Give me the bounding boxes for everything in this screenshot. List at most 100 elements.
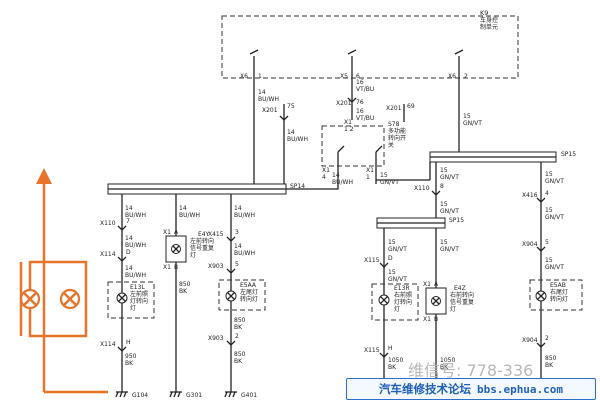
wire-label-x110-8-bb: GN/VT [440, 208, 459, 215]
x415-3-pin: 3 [235, 229, 239, 236]
lamp-e13r-line3: 灯 [394, 305, 400, 313]
x1a-l-pin: A [174, 229, 179, 236]
x114-d-mark [117, 256, 127, 262]
forum-name: 汽车维修技术论坛 [378, 382, 471, 396]
wire-label-1050bk-2: 1050 [440, 357, 455, 364]
ground-g104-icon [115, 391, 128, 398]
x1-4-pin: 4 [322, 174, 326, 181]
x110-7-name: X110 [100, 220, 116, 227]
wire-label-950bk-b: BK [125, 360, 134, 367]
annotation-lamp-2-cross [62, 291, 78, 307]
ground-g401-icon [224, 391, 237, 398]
x903-5-mark [226, 268, 236, 274]
x1a-r-name: X1 [423, 281, 431, 288]
x904-5-mark [536, 246, 546, 252]
wire-label-vt-bu: 16 [356, 79, 364, 86]
module-pin-1-num: 1 [258, 73, 262, 80]
wire-label-e5aa-bb: BU/WH [234, 250, 255, 257]
lamp-e13l-cross [118, 294, 126, 302]
switch-s78-contact-2 [375, 145, 383, 166]
x110-7-pin: 7 [126, 218, 130, 225]
x201-75-name: X201 [262, 107, 278, 114]
lamp-e5ab-box [529, 279, 583, 311]
x416-4-mark [536, 197, 546, 203]
wire-label-e5aa-ab: BU/WH [234, 212, 255, 219]
lamp-e13l-line3: 灯 [130, 304, 136, 312]
wire-label-switch-bu: 14 [332, 172, 340, 179]
switch-code: S78 [388, 121, 400, 128]
lamp-e13l-code: E13L [130, 284, 145, 291]
wire-label-e4y-ab: BU/WH [179, 212, 200, 219]
wire-label-vt-bu-2b: VT/BU [356, 115, 374, 122]
ground-g104-label: G104 [132, 392, 148, 399]
x1b-l-pin: B [174, 264, 178, 271]
module-pin-3-num: 2 [464, 73, 468, 80]
x1b-r-name: X1 [423, 316, 431, 323]
x201-75-mark [279, 115, 289, 121]
wire-label-850bk-mb: BK [234, 324, 243, 331]
module-pin-3-conn: X6 [448, 73, 456, 80]
lamp-e5aa-box [218, 279, 266, 311]
wire-label-850bk-l: 850 [179, 281, 191, 288]
x904-2-name: X904 [522, 337, 538, 344]
x114-h-name: X114 [100, 341, 116, 348]
x903-2-pin: 2 [235, 333, 239, 340]
x1a-l-name: X1 [163, 229, 171, 236]
x415-3-mark [226, 236, 236, 242]
wire-label-e13r-b: 15 [388, 269, 396, 276]
wire-label-switch-gn-b: GN/VT [380, 179, 399, 186]
wire-label-e4z-ab: GN/VT [440, 246, 459, 253]
x903-2-mark [226, 340, 236, 346]
ground-g301-icon [169, 391, 182, 398]
lamp-e13r-box [371, 283, 419, 321]
module-name-line2: 制单元 [480, 23, 498, 31]
wire-label-14-bu-wh-2: 14 [287, 129, 295, 136]
wire-label-1050bk-b: BK [388, 364, 397, 371]
wire-label-vt-bu-b: VT/BU [356, 86, 374, 93]
x903-5-name: X903 [208, 263, 224, 270]
switch-s78-contact-1 [337, 145, 345, 166]
x115-d-pin: D [388, 255, 393, 262]
x416-4-pin: 4 [545, 190, 549, 197]
module-pin-1-conn: X6 [240, 73, 248, 80]
wire-label-1050bk: 1050 [388, 357, 403, 364]
wire-label-switch-gn: 15 [380, 172, 388, 179]
lamp-e13r-line1: 右前照 [394, 291, 412, 299]
lamp-e4z-cross [432, 297, 440, 305]
wire-label-e5aa-b: 14 [234, 243, 242, 250]
x904-2-mark [536, 342, 546, 348]
x115-h-pin: H [388, 345, 393, 352]
lamp-e13l-line2: 灯转向 [130, 297, 148, 305]
forum-footer-badge: 汽车维修技术论坛 bbs.ephua.com [346, 378, 596, 400]
wire-label-e5aa-a: 14 [234, 205, 242, 212]
wire-label-e13l-c: 14 [125, 265, 133, 272]
x110-7-mark [117, 225, 127, 231]
lamp-e5aa-line2: 转向灯 [240, 295, 258, 303]
x114-h-pin: H [126, 339, 131, 346]
lamp-e5aa-code: E5AA [240, 282, 257, 289]
module-switch-2 [347, 49, 357, 62]
module-switch-1 [249, 49, 259, 62]
wire-label-gn-vt-1: 15 [463, 113, 471, 120]
forum-url[interactable]: bbs.ephua.com [476, 382, 564, 396]
switch-s78-box [321, 125, 385, 167]
wire-label-950bk: 950 [125, 353, 137, 360]
wire-label-gn-vt-1b: GN/VT [463, 120, 482, 127]
wire-label-bu-wh-1b: BU/WH [258, 96, 279, 103]
x115-h-mark [379, 352, 389, 358]
lamp-e4z-code: E4Z [454, 285, 466, 292]
watermark: 维信号: 778-336 [408, 361, 533, 380]
x201-76-pin: 76 [356, 99, 364, 106]
lamp-e13r-cross [380, 296, 388, 304]
ground-g301-label: G301 [186, 392, 202, 399]
lamp-e5ab-line2: 转向灯 [550, 295, 568, 303]
wire-label-bu-wh-1: 14 [258, 89, 266, 96]
lamp-e4z-line3: 灯 [450, 305, 456, 313]
x201-76-mark [347, 97, 357, 103]
x1b-r-pin: B [434, 316, 438, 323]
lamp-e4y-line1: 左前转向 [190, 237, 214, 245]
x1-1-pin: 1 [366, 174, 370, 181]
x115-h-name: X115 [364, 347, 380, 354]
x903-2-name: X903 [208, 335, 224, 342]
module-name-line1: 车身控 [480, 16, 498, 24]
